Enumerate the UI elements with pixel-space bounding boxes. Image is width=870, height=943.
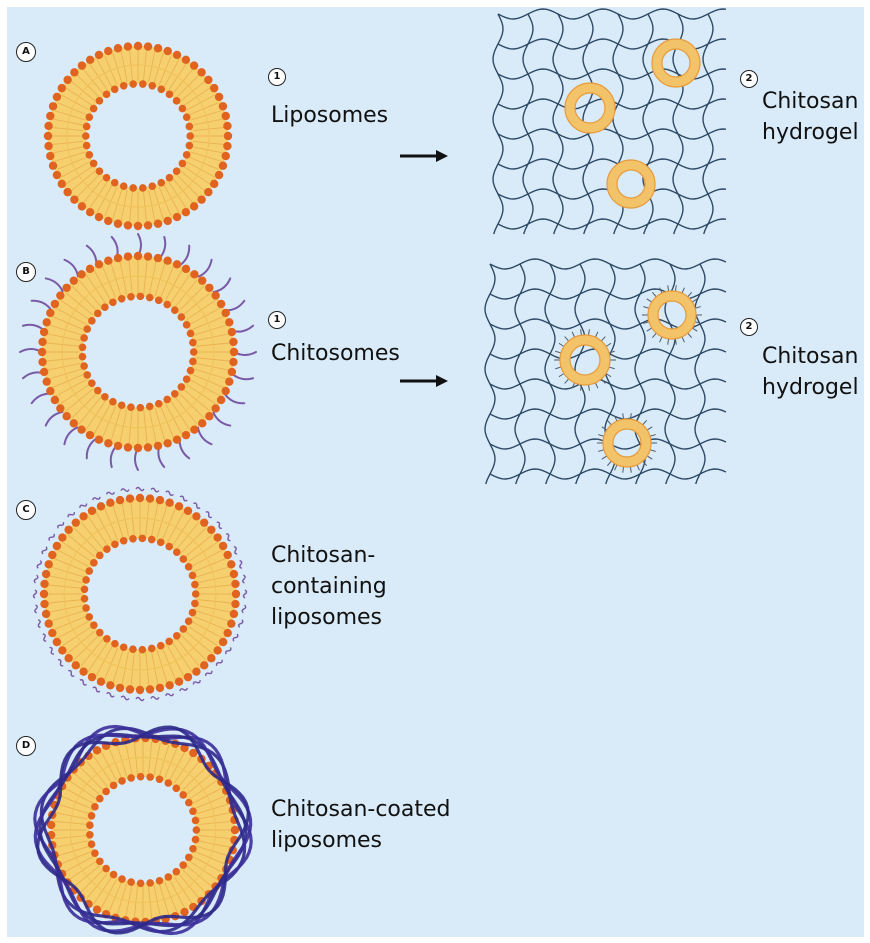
panel-a-liposomes-label: Liposomes [271,100,388,131]
panel-a-step2-marker: 2 [740,70,758,88]
panel-a-hydrogel-line1: Chitosan [762,86,859,117]
panel-b-hydrogel-line1: Chitosan [762,341,859,372]
panel-a-hydrogel-line2: hydrogel [762,117,859,148]
panel-a-hydrogel-label: Chitosan hydrogel [762,86,859,148]
panel-b-hydrogel-line2: hydrogel [762,372,859,403]
panel-c-label-line2: containing [271,571,387,602]
panel-d-label-line2: liposomes [271,825,451,856]
right-arrow-icon [400,150,448,162]
panel-b-step2-marker: 2 [740,318,758,336]
panel-b-vesicle-2 [642,285,702,344]
panel-c-label-line1: Chitosan- [271,540,387,571]
panel-a-vesicle-1 [565,83,615,133]
panel-c-label-line3: liposomes [271,602,387,633]
panel-a-liposome [44,42,232,230]
panel-b-vesicle-1 [554,329,616,390]
panel-a-vesicle-2 [652,39,700,87]
panel-a-badge: A [16,42,36,62]
panel-b-badge: B [16,262,36,282]
panel-d-badge: D [16,736,36,756]
panel-d-label-line1: Chitosan-coated [271,794,451,825]
panel-c-badge: C [16,500,36,520]
panel-c-chitosan-liposome [40,494,240,694]
panel-c-label: Chitosan- containing liposomes [271,540,387,633]
panel-b-chitosomes-label: Chitosomes [271,338,400,369]
right-arrow-icon [400,375,448,387]
panel-d-label: Chitosan-coated liposomes [271,794,451,856]
panel-b-hydrogel-label: Chitosan hydrogel [762,341,859,403]
panel-a-step1-marker: 1 [268,68,286,86]
panel-b-chitosome [38,252,238,452]
panel-a-vesicle-3 [607,160,655,208]
panel-b-step1-marker: 1 [268,311,286,329]
